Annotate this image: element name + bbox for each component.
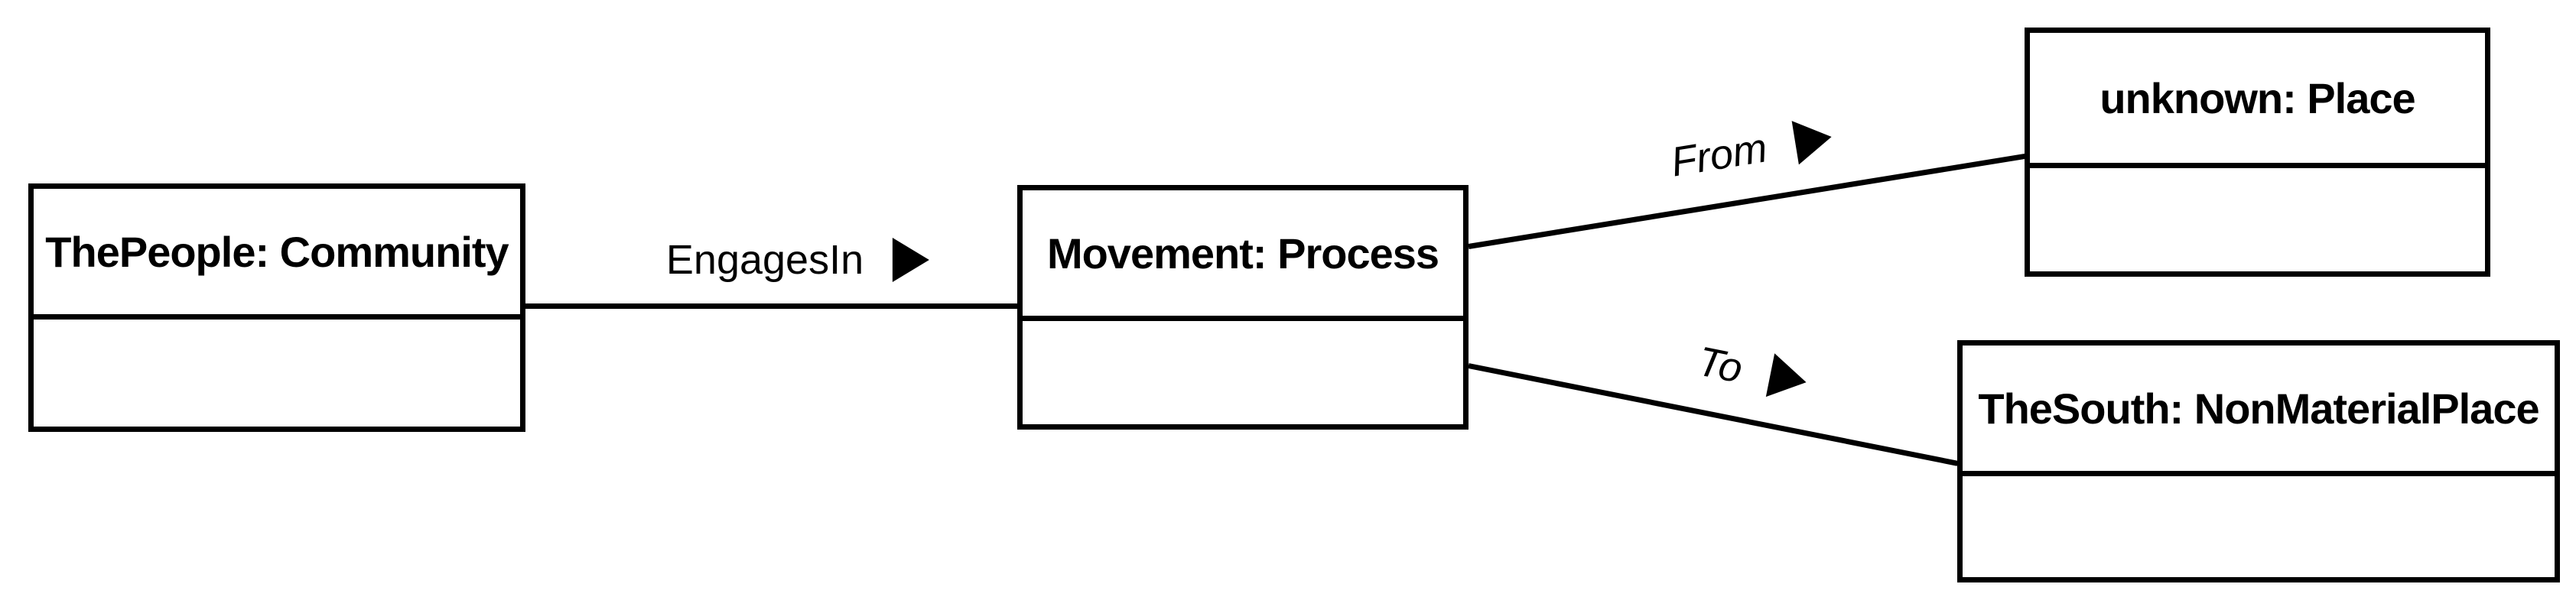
node-unknown-place: unknown: Place [2025, 28, 2490, 277]
node-attributes-compartment [2030, 168, 2485, 271]
node-movement-process: Movement: Process [1017, 185, 1469, 430]
edge-from-label: From [1667, 115, 1836, 186]
edge-from-label-text: From [1667, 125, 1771, 186]
edge-to-label-text: To [1693, 338, 1747, 392]
node-name-compartment: Movement: Process [1023, 190, 1463, 321]
node-attributes-compartment [1963, 476, 2555, 577]
edge-engagesin-label: EngagesIn [665, 237, 930, 283]
node-name-compartment: ThePeople: Community [34, 189, 520, 320]
node-thesouth-nonmaterialplace: TheSouth: NonMaterialPlace [1957, 340, 2560, 582]
node-title: ThePeople: Community [45, 227, 509, 276]
direction-arrow-icon [1765, 353, 1811, 404]
direction-arrow-icon [1791, 115, 1836, 165]
node-attributes-compartment [1023, 321, 1463, 424]
direction-arrow-icon [893, 238, 930, 282]
edge-engagesin-label-text: EngagesIn [665, 237, 864, 283]
node-title: TheSouth: NonMaterialPlace [1978, 384, 2539, 433]
node-attributes-compartment [34, 320, 520, 427]
node-title: Movement: Process [1046, 229, 1439, 277]
edge-engagesin-line [525, 303, 1017, 309]
node-name-compartment: unknown: Place [2030, 33, 2485, 168]
node-title: unknown: Place [2100, 73, 2415, 122]
edge-to-label: To [1693, 338, 1811, 404]
node-thepeople-community: ThePeople: Community [28, 183, 525, 432]
node-name-compartment: TheSouth: NonMaterialPlace [1963, 346, 2555, 476]
